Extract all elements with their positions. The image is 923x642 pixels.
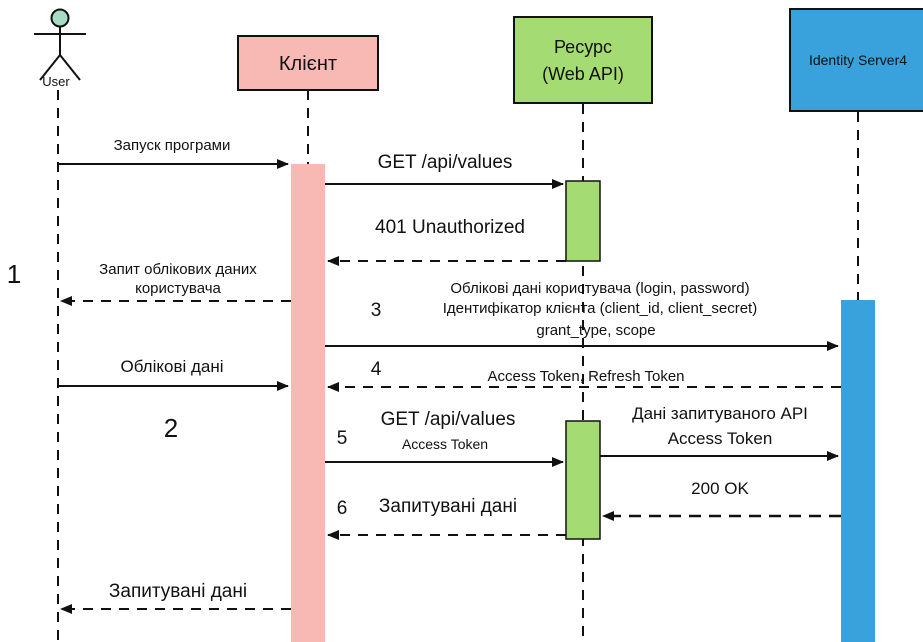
- msg-requested-data-2-label: Запитувані дані: [109, 581, 247, 602]
- user-head: [50, 8, 70, 28]
- step-5-number: 5: [337, 428, 348, 449]
- msg-requested-data-1-label: Запитувані дані: [379, 496, 517, 517]
- resource-activation-2: [565, 420, 601, 540]
- step-3-number: 3: [371, 300, 382, 321]
- msg-token-request-line2: Ідентифікатор клієнта (client_id, client…: [443, 300, 757, 317]
- msg-token-request-line3: grant_type, scope: [536, 322, 655, 339]
- msg-token-request-line1: Облікові дані користувача (login, passwo…: [450, 280, 749, 297]
- user-label: User: [42, 74, 70, 89]
- client-activation: [291, 164, 325, 642]
- msg-get-values-1-label: GET /api/values: [378, 152, 513, 173]
- msg-credentials-label: Облікові дані: [120, 357, 223, 376]
- identity-actor: Identity Server4: [789, 8, 923, 112]
- msg-tokens-label: Access Token, Refresh Token: [487, 368, 684, 385]
- msg-unauthorized-label: 401 Unauthorized: [375, 217, 525, 238]
- msg-request-credentials-line1: Запит облікових даних: [99, 261, 257, 278]
- msg-ok-label: 200 OK: [691, 479, 749, 498]
- step-1-number: 1: [7, 259, 21, 289]
- resource-label-line2: (Web API): [542, 64, 624, 84]
- msg-introspect-line2: Access Token: [668, 429, 773, 448]
- msg-launch-label: Запуск програми: [114, 137, 231, 154]
- msg-request-credentials-line2: користувача: [135, 280, 221, 297]
- identity-label: Identity Server4: [809, 52, 907, 68]
- resource-label-line1: Ресурс: [554, 37, 612, 57]
- msg-introspect-line1: Дані запитуваного API: [632, 404, 808, 423]
- step-2-number: 2: [164, 413, 178, 443]
- msg-access-token-small: Access Token: [402, 436, 488, 452]
- identity-box: [789, 8, 923, 112]
- client-label: Клієнт: [279, 53, 337, 75]
- step-4-number: 4: [371, 359, 382, 380]
- identity-activation: [841, 300, 875, 642]
- client-actor: Клієнт: [237, 35, 379, 91]
- step-6-number: 6: [337, 498, 348, 519]
- client-box: [237, 35, 379, 91]
- resource-actor: Ресурс (Web API): [513, 16, 653, 104]
- resource-activation-1: [565, 180, 601, 262]
- user-actor: User: [34, 8, 86, 89]
- msg-get-values-2-label: GET /api/values: [381, 409, 516, 430]
- resource-box: [513, 16, 653, 104]
